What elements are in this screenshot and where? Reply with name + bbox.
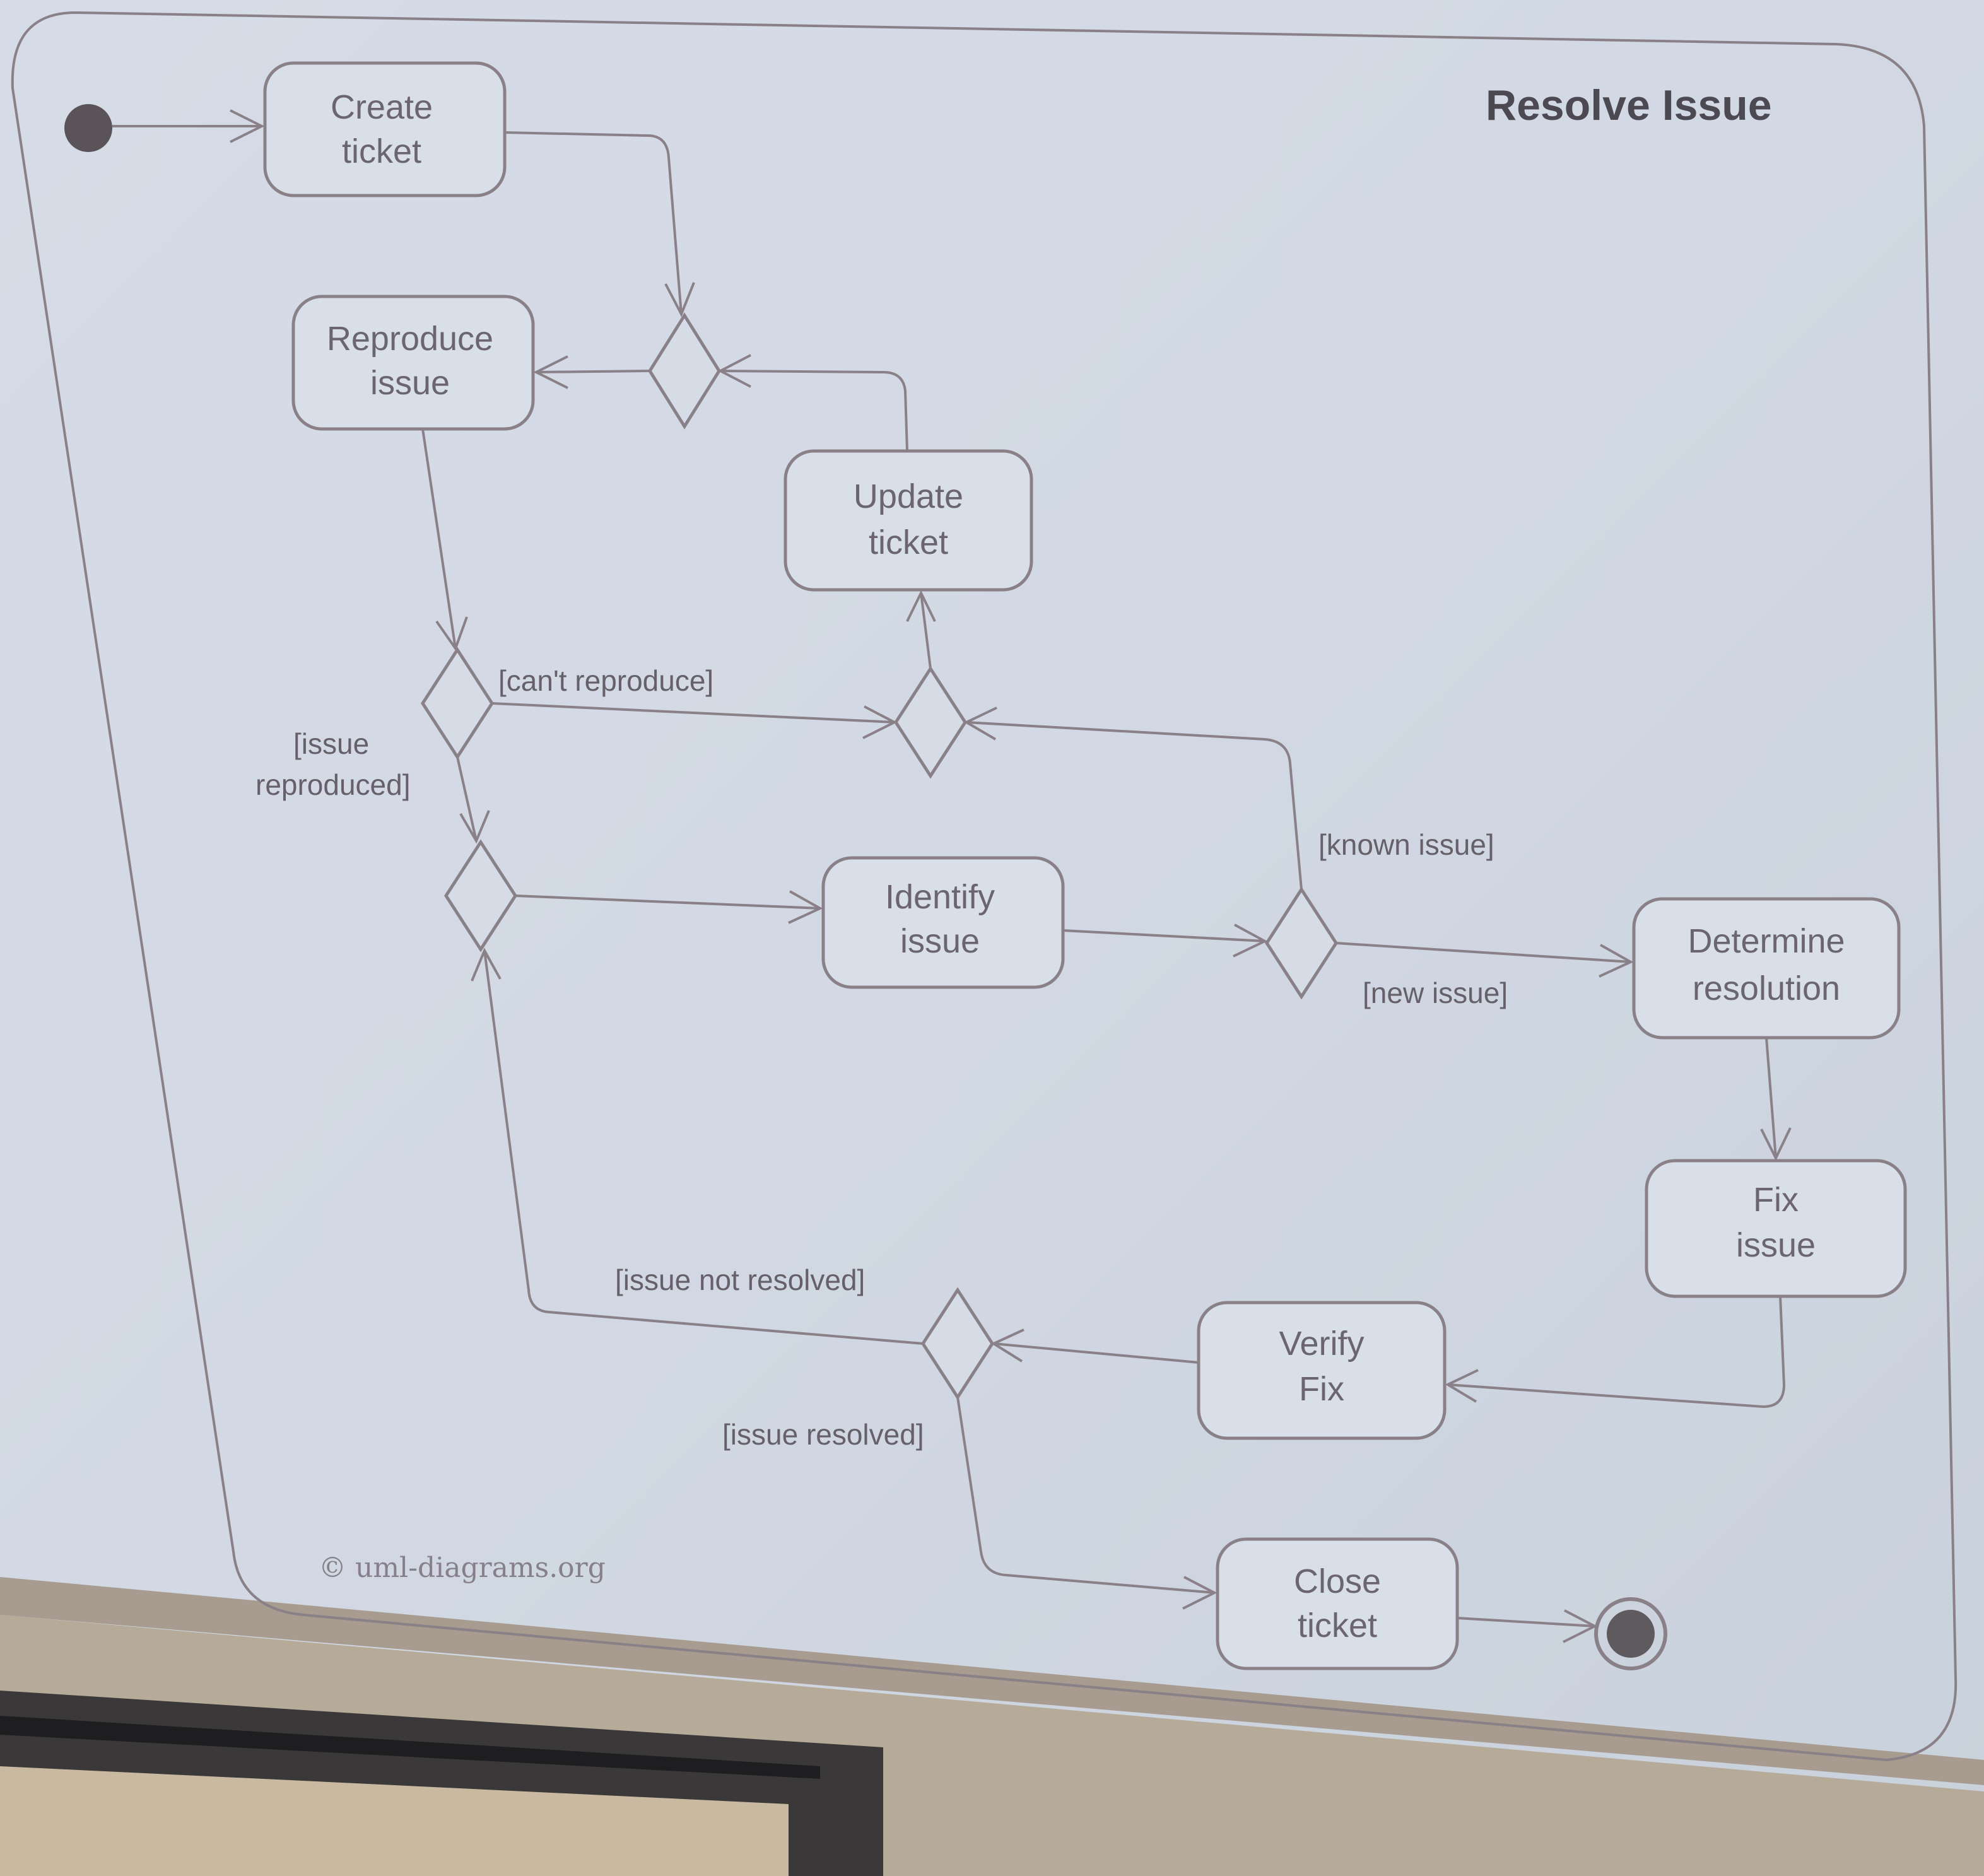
wall-lower: [0, 1766, 789, 1876]
verify-fix-node: Verify Fix: [1197, 1301, 1447, 1440]
decision-diamond-verify: [921, 1287, 994, 1400]
svg-text:ticket: ticket: [869, 524, 948, 561]
svg-text:Fix: Fix: [1299, 1370, 1344, 1408]
svg-text:resolution: resolution: [1693, 970, 1840, 1007]
copyright-notice: © uml-diagrams.org: [319, 1552, 606, 1584]
guard-issue-not-resolved: [issue not resolved]: [615, 1263, 865, 1296]
svg-text:Fix: Fix: [1753, 1181, 1799, 1219]
guard-issue-resolved: [issue resolved]: [722, 1418, 924, 1451]
close-ticket-node: Close ticket: [1216, 1537, 1459, 1670]
decision-diamond-known: [1265, 886, 1338, 1000]
merge-diamond-update: [894, 665, 967, 779]
guard-new-issue: [new issue]: [1363, 976, 1508, 1009]
fix-issue-node: Fix issue: [1645, 1159, 1907, 1298]
guard-issue-reproduced-line2: reproduced]: [255, 768, 411, 801]
screen-bottom-edge: [0, 1577, 1984, 1785]
guard-known-issue: [known issue]: [1318, 828, 1494, 861]
guard-cant-reproduce: [can't reproduce]: [498, 664, 713, 697]
decision-diamond-reproduce: [421, 647, 494, 760]
svg-text:Verify: Verify: [1279, 1325, 1364, 1363]
svg-text:Create: Create: [331, 88, 433, 126]
svg-text:issue: issue: [900, 922, 980, 960]
flow-edges: [112, 109, 1792, 1643]
identify-issue-node: Identify issue: [821, 856, 1065, 989]
bezel-edge: [0, 1716, 820, 1779]
update-ticket-node: Update ticket: [784, 449, 1033, 592]
svg-text:Update: Update: [854, 478, 963, 515]
create-ticket-node: Create ticket: [263, 61, 507, 197]
svg-text:Reproduce: Reproduce: [327, 320, 493, 358]
svg-text:ticket: ticket: [342, 132, 421, 170]
merge-diamond-top: [648, 312, 721, 430]
svg-text:issue: issue: [370, 364, 450, 402]
initial-node: [64, 104, 112, 152]
svg-text:ticket: ticket: [1298, 1607, 1377, 1644]
diagram-title: Resolve Issue: [1486, 81, 1772, 129]
svg-text:Close: Close: [1294, 1562, 1381, 1600]
guard-issue-reproduced-line1: [issue: [293, 727, 369, 760]
svg-text:Identify: Identify: [885, 878, 995, 916]
final-node: [1594, 1597, 1667, 1670]
determine-resolution-node: Determine resolution: [1632, 897, 1901, 1040]
diagram-frame: [11, 11, 1958, 1762]
merge-diamond-identify: [444, 839, 517, 953]
svg-text:issue: issue: [1736, 1226, 1816, 1264]
reproduce-issue-node: Reproduce issue: [291, 295, 535, 431]
svg-text:Determine: Determine: [1688, 922, 1845, 960]
